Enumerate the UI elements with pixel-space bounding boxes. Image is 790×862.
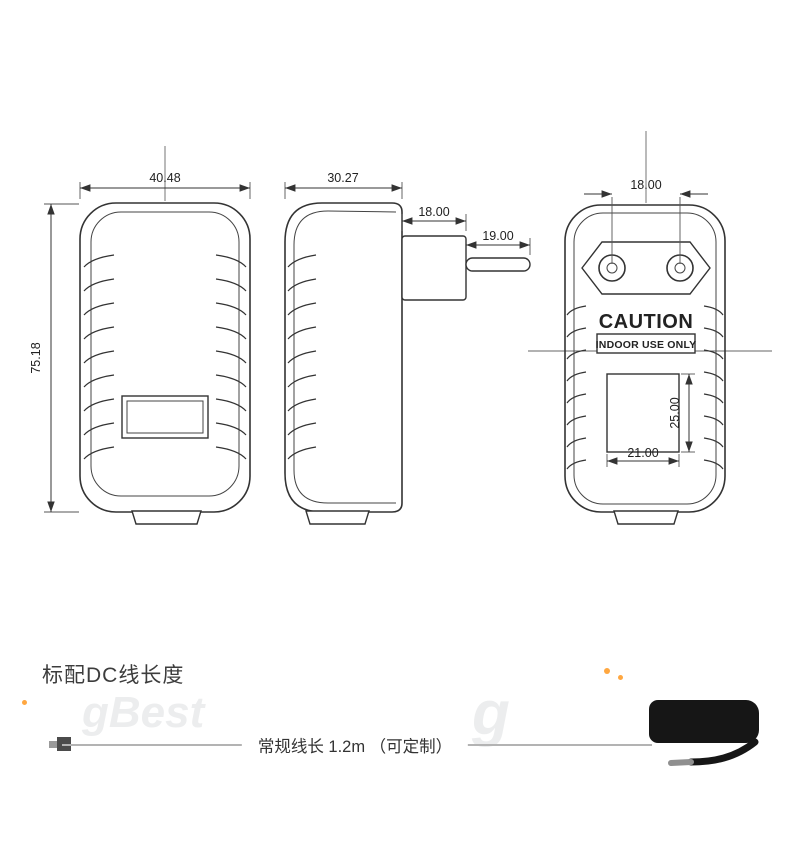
front-plug-foot <box>131 510 202 525</box>
power-adapter-body <box>649 700 759 743</box>
side-body-inner-outline <box>293 210 397 504</box>
side-width-dimension: 30.27 <box>327 171 358 185</box>
front-width-dimension: 40.48 <box>149 171 180 185</box>
front-height-dimension: 75.18 <box>29 342 43 373</box>
back-pin-pitch-dimension: 18.00 <box>630 178 661 192</box>
side-plug-base-dimension: 18.00 <box>418 205 449 219</box>
front-right-ribs <box>215 254 247 460</box>
technical-drawing: 40.48 75.18 <box>29 131 772 525</box>
caution-title: CAUTION <box>599 311 694 333</box>
adapter-cable-tail <box>668 738 759 766</box>
back-label-height-dimension: 25.00 <box>668 397 682 428</box>
front-view: 40.48 75.18 <box>29 146 251 525</box>
back-socket-recess <box>581 241 711 295</box>
caution-subtitle: INDOOR USE ONLY <box>596 339 697 351</box>
watermark-text-right: g <box>472 679 510 748</box>
back-dimensions: 18.00 25.00 21.00 <box>584 178 708 467</box>
front-label-plate <box>121 395 209 439</box>
back-label-plate <box>606 373 680 453</box>
front-body-outline <box>79 202 251 513</box>
dc-plug-tip-nub <box>49 741 57 748</box>
caution-box <box>596 333 696 354</box>
back-view: CAUTION INDOOR USE ONLY 18.00 25.00 21.0… <box>528 131 772 525</box>
side-plug-foot <box>305 510 370 525</box>
watermark-dot <box>618 675 623 680</box>
side-body-outline <box>284 202 403 513</box>
side-dimensions: 30.27 18.00 19.00 <box>284 171 531 255</box>
front-left-ribs <box>83 254 115 460</box>
side-plug-base <box>401 235 467 301</box>
adapter-cable-curve <box>687 738 759 766</box>
back-body-inner-outline <box>573 212 717 505</box>
side-plug-pin <box>465 257 531 272</box>
front-dimensions: 40.48 75.18 <box>29 171 251 513</box>
back-left-ribs <box>566 305 587 470</box>
watermark-dot <box>604 668 610 674</box>
section-title: 标配DC线长度 <box>42 664 185 687</box>
front-body-inner-outline <box>90 211 240 497</box>
side-ribs <box>287 254 317 460</box>
cable-length-note: 常规线长 1.2m （可定制） <box>241 733 469 757</box>
watermark-text-left: gBest <box>82 688 205 737</box>
back-label-width-dimension: 21.00 <box>627 446 658 460</box>
back-plug-foot <box>613 510 679 525</box>
back-right-ribs <box>703 305 724 470</box>
front-label-plate-inner <box>126 400 204 434</box>
adapter-cable-ferrule <box>668 759 694 766</box>
side-view: 30.27 18.00 19.00 <box>284 171 531 525</box>
side-pin-length-dimension: 19.00 <box>482 229 513 243</box>
watermark-dot <box>22 700 27 705</box>
